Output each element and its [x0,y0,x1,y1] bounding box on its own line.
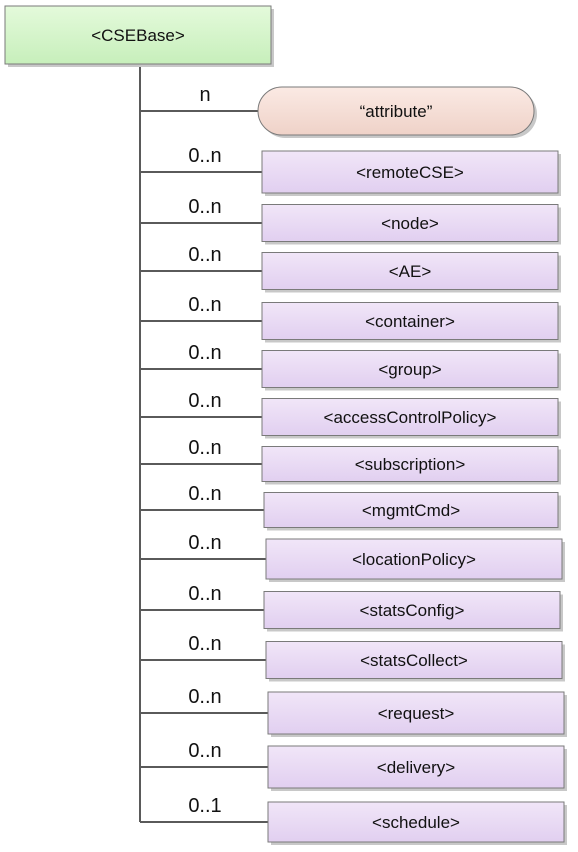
multiplicity-label: 0..1 [188,795,221,817]
child-node-remotecse: 0..n <remoteCSE> [188,145,561,196]
connector-lines [139,64,268,823]
multiplicity-label: 0..n [188,342,221,364]
child-label: <group> [378,360,441,379]
multiplicity-label: 0..n [188,294,221,316]
child-nodes: n“attribute”0..n<remoteCSE>0..n<node>0..… [188,84,567,845]
child-node-accesscontrolpolicy: 0..n <accessControlPolicy> [188,390,561,439]
child-box [261,252,559,290]
child-box [265,641,563,679]
child-box [261,398,559,436]
root-node-label: <CSEBase> [91,26,185,45]
child-node-delivery: 0..n <delivery> [188,740,567,791]
child-label: <accessControlPolicy> [324,408,497,427]
child-node-mgmtcmd: 0..n <mgmtCmd> [188,483,561,531]
child-box [257,86,535,136]
child-box [261,446,559,482]
child-node-container: 0..n <container> [188,294,561,343]
multiplicity-label: 0..n [188,532,221,554]
root-node-cse-base: <CSEBase> [4,5,274,67]
multiplicity-label: 0..n [188,583,221,605]
child-label: <mgmtCmd> [362,501,460,520]
multiplicity-label: 0..n [188,244,221,266]
child-label: <container> [365,312,455,331]
child-box [267,691,565,735]
multiplicity-label: 0..n [188,686,221,708]
multiplicity-label: 0..n [188,437,221,459]
child-box [261,204,559,242]
child-node-subscription: 0..n <subscription> [188,437,561,485]
root-node-box [4,5,272,65]
child-node-ae: 0..n <AE> [188,244,561,293]
child-label: <schedule> [372,813,460,832]
child-node-request: 0..n <request> [188,686,567,737]
child-box [261,150,559,194]
child-label: <request> [378,704,455,723]
child-label: <AE> [389,262,432,281]
child-label: <statsConfig> [360,601,465,620]
child-box [267,745,565,789]
child-node-statsconfig: 0..n <statsConfig> [188,583,563,632]
child-label: <subscription> [355,455,466,474]
child-label: <statsCollect> [360,651,468,670]
child-box [263,591,561,629]
child-box [267,801,565,843]
multiplicity-label: 0..n [188,145,221,167]
child-box [261,350,559,388]
child-node-attribute: n “attribute” [199,84,537,138]
child-node-group: 0..n <group> [188,342,561,391]
multiplicity-label: 0..n [188,196,221,218]
child-label: <locationPolicy> [352,550,476,569]
multiplicity-label: 0..n [188,740,221,762]
multiplicity-label: 0..n [188,633,221,655]
child-node-schedule: 0..1 <schedule> [188,795,567,845]
child-label: <delivery> [377,758,456,777]
multiplicity-label: 0..n [188,483,221,505]
child-label: “attribute” [360,102,433,121]
child-label: <remoteCSE> [356,163,464,182]
child-box [261,302,559,340]
multiplicity-label: 0..n [188,390,221,412]
child-node-statscollect: 0..n <statsCollect> [188,633,565,682]
child-node-locationpolicy: 0..n <locationPolicy> [188,532,565,582]
child-box [263,492,559,528]
child-node-node: 0..n <node> [188,196,561,245]
child-label: <node> [381,214,439,233]
multiplicity-label: n [199,84,210,106]
child-box [265,538,563,580]
